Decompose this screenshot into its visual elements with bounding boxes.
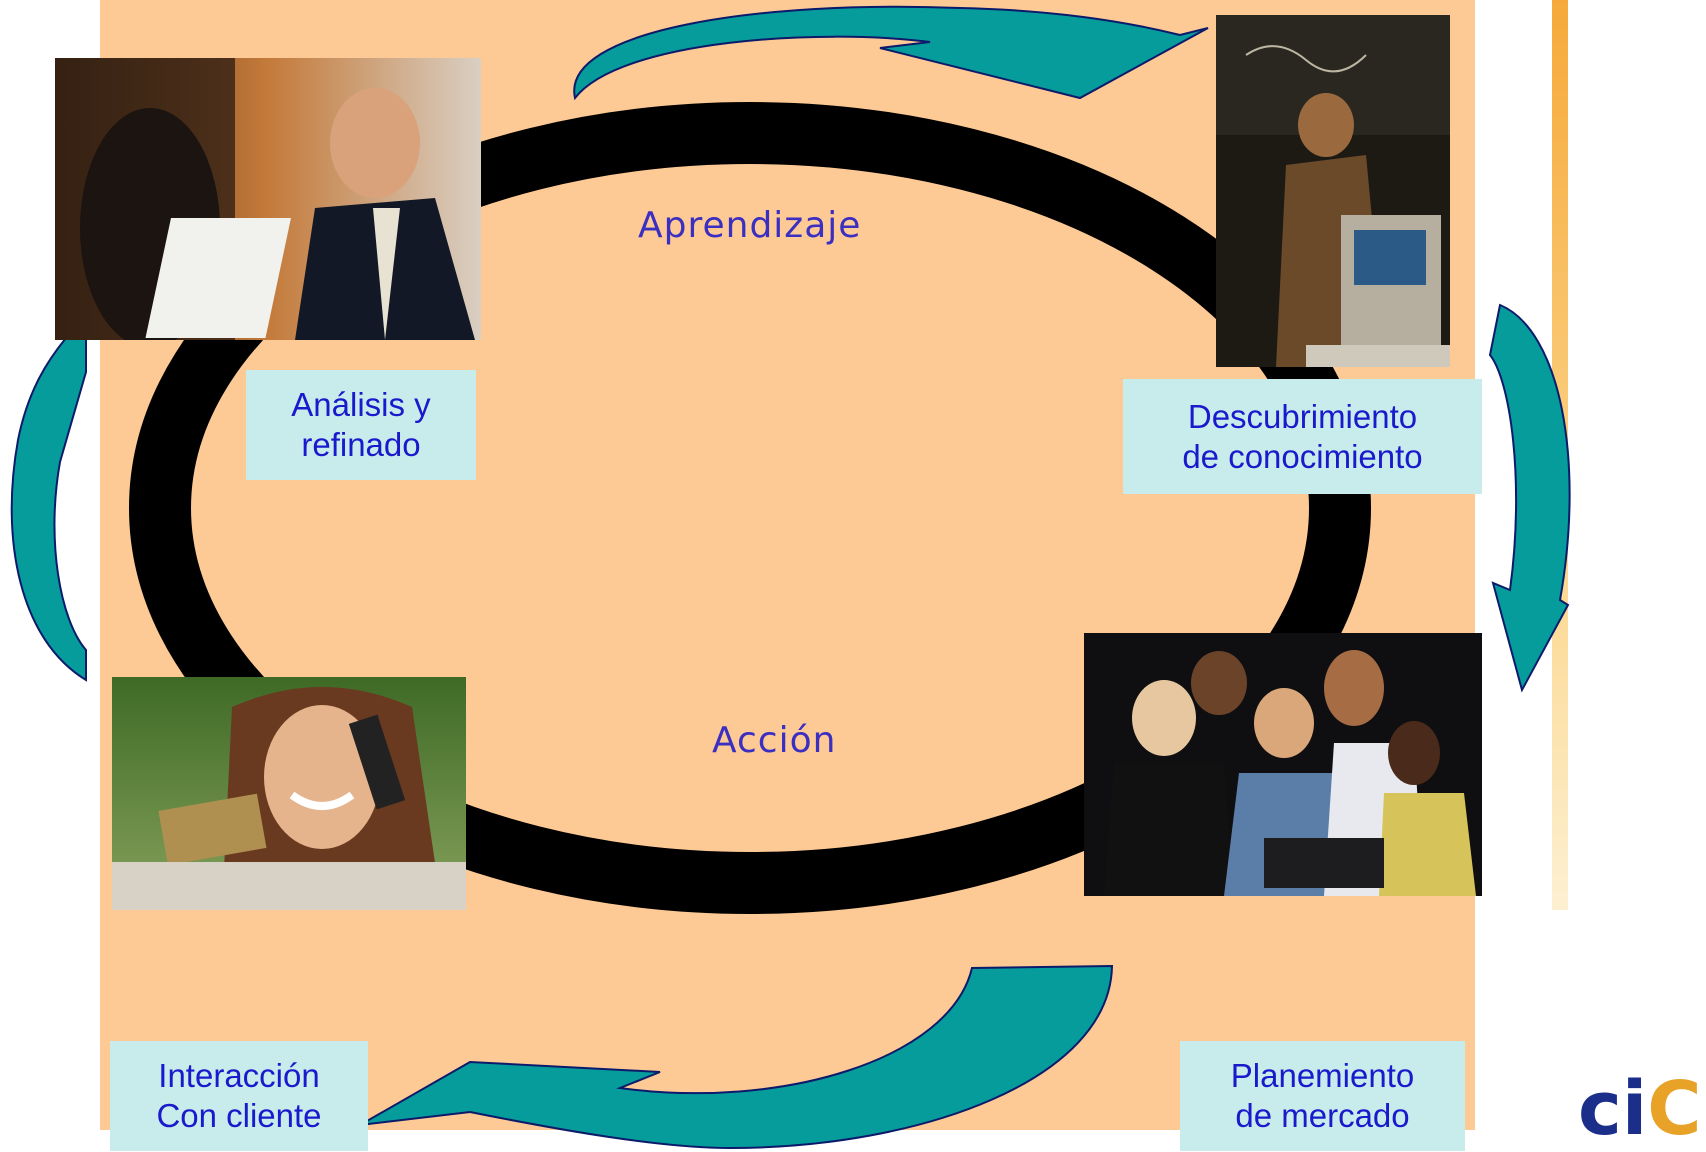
logo-text-dark: ci <box>1578 1066 1648 1152</box>
stage-label-planning: Planemiento de mercado <box>1180 1041 1465 1151</box>
phase-label-learning: Aprendizaje <box>638 205 862 246</box>
stage-label-discovery: Descubrimiento de conocimiento <box>1123 379 1482 494</box>
stage-label-line: Interacción <box>158 1057 320 1094</box>
stage-label-analysis: Análisis y refinado <box>246 370 476 480</box>
arrow-right <box>1488 303 1571 693</box>
stage-label-line: Planemiento <box>1230 1057 1415 1094</box>
stage-label-line: de conocimiento <box>1182 437 1423 475</box>
chalkboard-computer-photo <box>1216 15 1450 367</box>
logo-text-accent: C <box>1647 1066 1702 1152</box>
stage-label-interaction: Interacción Con cliente <box>110 1041 368 1151</box>
stage-label-line: Análisis y <box>291 386 431 423</box>
team-laptop-photo <box>1084 633 1482 896</box>
stage-label-line: Con cliente <box>156 1097 322 1134</box>
cycle-ring <box>129 102 1371 914</box>
stage-label-line: Descubrimiento <box>1187 397 1418 435</box>
phase-label-action: Acción <box>712 720 837 761</box>
stage-label-line: de mercado <box>1235 1097 1410 1134</box>
arrow-bottom <box>359 964 1114 1150</box>
stage-label-line: refinado <box>301 426 421 463</box>
woman-phone-card-photo <box>112 677 466 910</box>
arrow-top <box>573 5 1209 101</box>
company-logo: ciC <box>1578 1072 1702 1146</box>
business-meeting-photo <box>55 58 481 340</box>
arrow-left <box>10 330 87 682</box>
